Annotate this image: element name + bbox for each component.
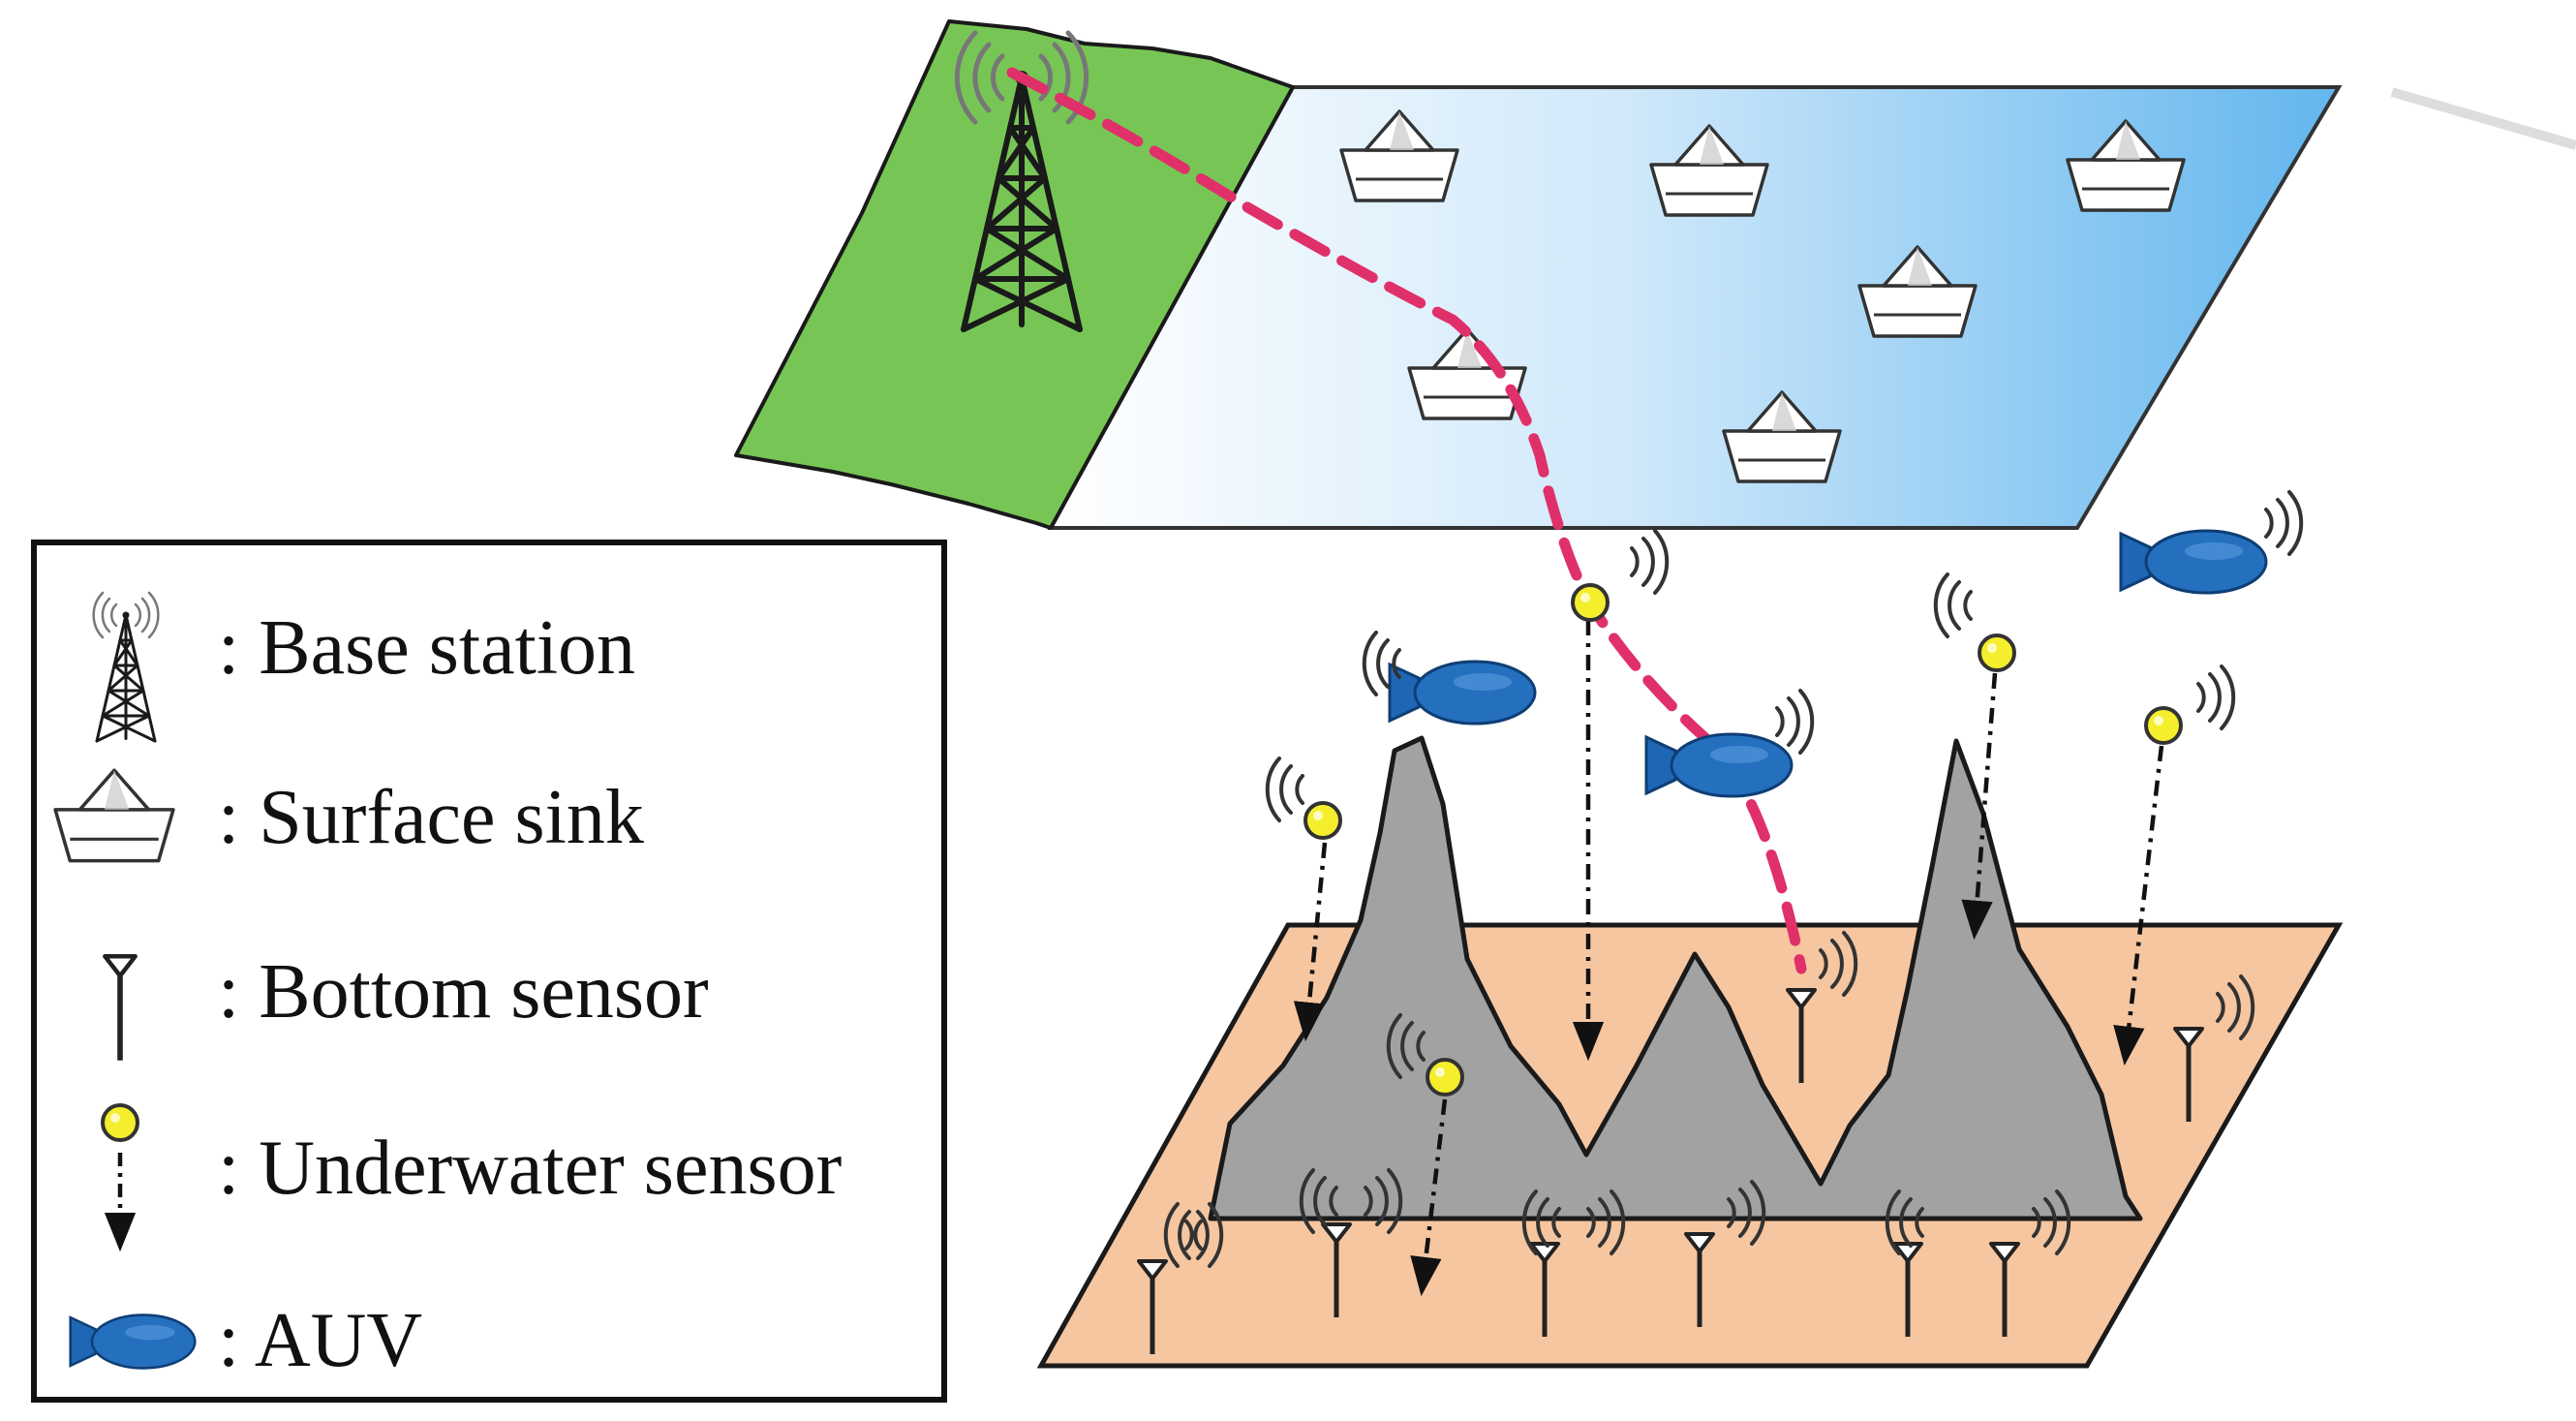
legend-label: : Underwater sensor [218,1126,842,1211]
underwater-sensor-icon [2144,706,2183,745]
legend-item-base-station: : Base station [92,591,635,743]
legend-label: : Base station [218,605,635,691]
legend-item-bottom-sensor: : Bottom sensor [105,949,709,1061]
legend-label: : Bottom sensor [218,949,709,1035]
legend-box [31,540,947,1403]
sensor-vertical-links [1293,620,2164,1297]
underwater-sensor-icon [101,1103,139,1142]
background-stroke [2390,87,2576,150]
legend-item-underwater-sensor: : Underwater sensor [101,1103,842,1252]
legend-label: : Surface sink [218,775,644,860]
legend-item-auv: : AUV [69,1298,422,1383]
seabed-mountains [1208,735,2143,1221]
auv-icon [1644,732,1794,798]
underwater-sensor-icon [1571,583,1610,622]
auvs [1388,529,2268,798]
legend: : Base station : Surface sink : Bottom s… [31,540,947,1403]
underwater-sensor-icon [1303,801,1342,840]
legend-item-surface-sink: : Surface sink [53,768,644,863]
legend-label: : AUV [218,1298,422,1383]
auv-icon [1388,660,1537,726]
underwater-sensor-icon [1978,633,2016,672]
underwater-sensor-icon [1426,1058,1464,1097]
auv-icon [2119,529,2268,595]
